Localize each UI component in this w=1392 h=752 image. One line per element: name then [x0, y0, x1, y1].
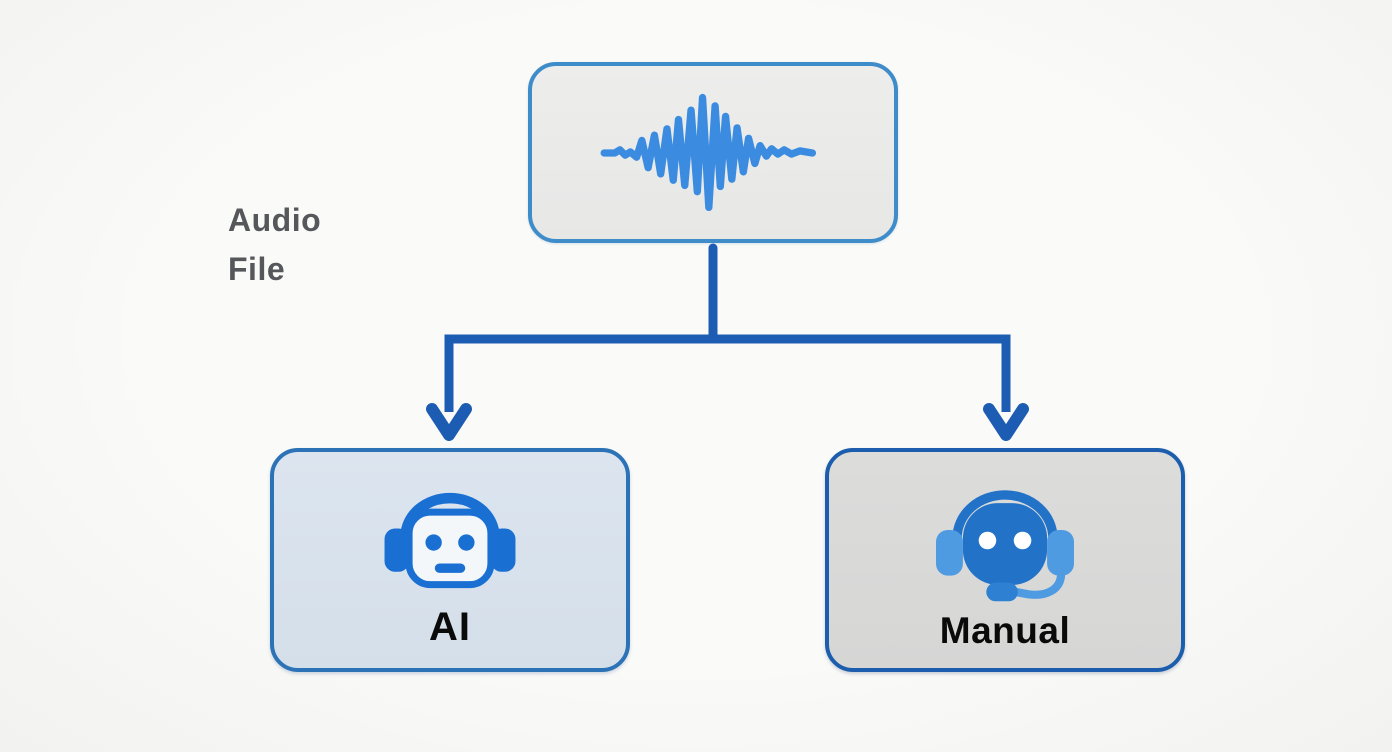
waveform-icon	[600, 93, 817, 211]
audio-file-label: Audio File	[228, 202, 322, 287]
connector-branches	[444, 334, 1011, 412]
arrow-to-ai-icon	[426, 403, 472, 441]
robot-headphones-icon	[384, 492, 516, 589]
manual-node-label: Manual	[939, 610, 1071, 651]
audio-file-node	[528, 62, 898, 243]
ai-node-label: AI	[429, 605, 471, 649]
manual-node: Manual	[825, 448, 1185, 672]
arrow-to-manual-icon	[983, 403, 1029, 441]
agent-headset-icon	[936, 490, 1074, 602]
ai-node: AI	[270, 448, 630, 672]
